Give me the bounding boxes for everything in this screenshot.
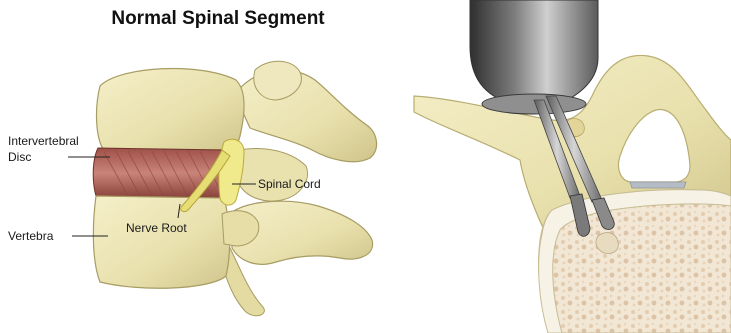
- surgical-illustration: [414, 0, 731, 333]
- middle-facet: [238, 149, 308, 201]
- label-nerve-root: Nerve Root: [126, 221, 187, 235]
- instrument-tube: [470, 0, 598, 107]
- label-disc: Disc: [8, 150, 31, 164]
- label-vertebra: Vertebra: [8, 229, 54, 243]
- figure-title: Normal Spinal Segment: [111, 8, 325, 29]
- ligament: [630, 182, 686, 188]
- label-spinal-cord: Spinal Cord: [258, 177, 321, 191]
- spinal-cord: [219, 139, 244, 205]
- label-intervertebral: Intervertebral: [8, 134, 79, 148]
- instrument-tube-rim: [482, 94, 586, 114]
- upper-vertebral-body: [97, 69, 245, 150]
- lower-vertebral-body: [93, 196, 229, 288]
- spinal-segment-illustration: [68, 61, 377, 316]
